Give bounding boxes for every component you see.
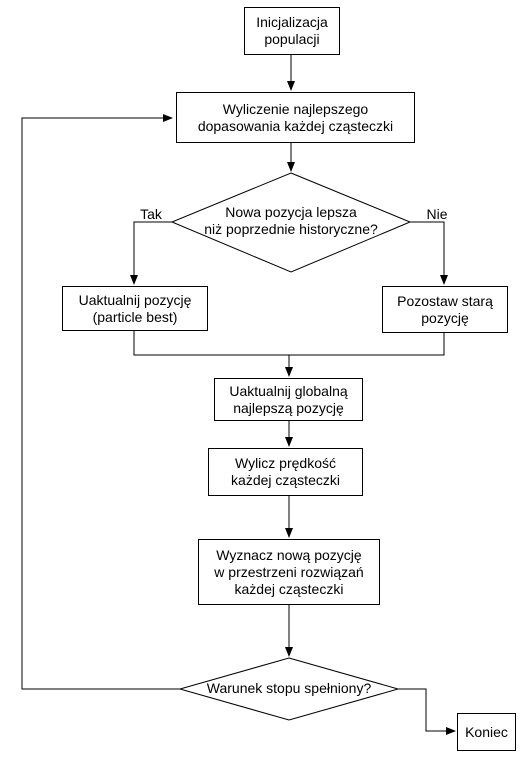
edge-decision-no [410, 221, 448, 285]
node-fitness: Wyliczenie najlepszego dopasowania każde… [176, 92, 415, 143]
node-new-position-label: Wyznacz nową pozycję w przestrzeni rozwi… [214, 546, 364, 597]
decision-diamond [170, 172, 412, 273]
node-velocity: Wylicz prędkość każdej cząsteczki [208, 448, 363, 496]
node-init-label: Inicjalizacja populacji [256, 14, 328, 47]
node-update-best-label: Uaktualnij pozycję (particle best) [78, 291, 192, 325]
node-velocity-label: Wylicz prędkość każdej cząsteczki [231, 455, 340, 488]
edge-keep-old-merge [289, 333, 445, 356]
node-fitness-label: Wyliczenie najlepszego dopasowania każde… [197, 100, 394, 134]
node-keep-old-label: Pozostaw starą pozycję [397, 292, 493, 326]
node-end: Koniec [457, 713, 516, 751]
edge-stop-to-end [398, 688, 456, 735]
stop-diamond [178, 657, 400, 721]
node-update-global-label: Uaktualnij globalną najlepszą pozycję [229, 382, 348, 416]
edge-label-no: Nie [426, 206, 448, 222]
edge-decision-yes [130, 221, 172, 285]
node-keep-old: Pozostaw starą pozycję [382, 286, 508, 333]
node-end-label: Koniec [465, 723, 508, 740]
edge-label-yes: Tak [140, 206, 162, 222]
edge-stop-loop-back [21, 114, 180, 690]
edge-update-best-merge [133, 331, 289, 356]
node-decision-label: Nowa pozycja lepsza niż poprzednie histo… [204, 204, 378, 237]
node-update-global: Uaktualnij globalną najlepszą pozycję [214, 378, 363, 421]
node-init: Inicjalizacja populacji [244, 7, 340, 55]
node-update-best: Uaktualnij pozycję (particle best) [62, 286, 208, 331]
node-stop-condition-label: Warunek stopu spełniony? [206, 680, 372, 696]
node-new-position: Wyznacz nową pozycję w przestrzeni rozwi… [198, 539, 380, 605]
